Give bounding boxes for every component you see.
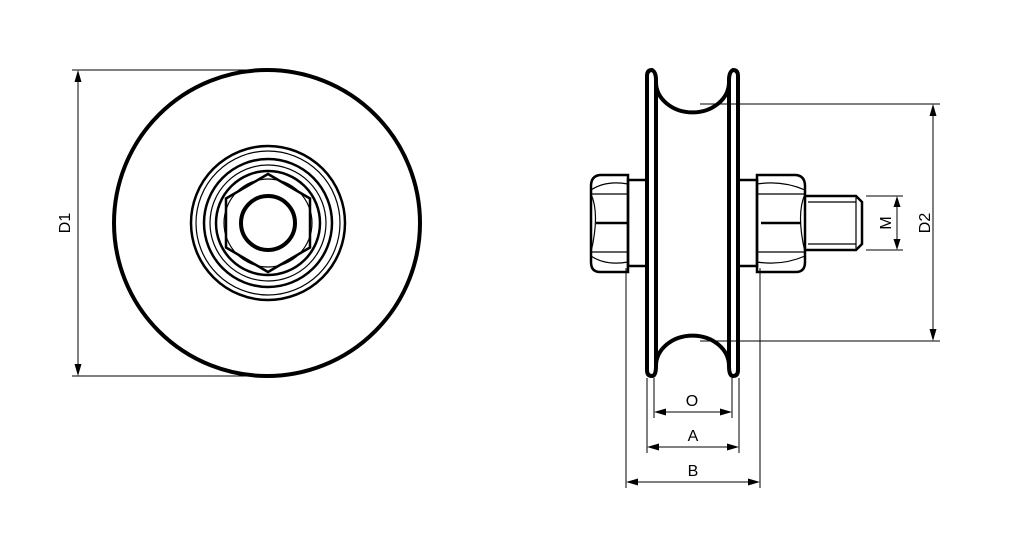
left-hex-nut: [589, 173, 630, 274]
label-m: M: [878, 216, 895, 229]
dimension-m: M: [866, 195, 903, 251]
bearing-inner-ring: [214, 169, 322, 277]
bearing-ring-3: [202, 157, 334, 289]
dimension-a: A: [646, 378, 740, 453]
label-d1: D1: [57, 213, 74, 234]
bearing-ring-4: [209, 164, 327, 282]
wheel-left-flange: [645, 67, 658, 379]
right-hex-nut: [755, 173, 807, 274]
right-washer: [736, 178, 759, 268]
label-a: A: [688, 428, 699, 445]
dimension-d2: D2: [700, 103, 940, 342]
label-d2: D2: [917, 213, 934, 234]
wheel-outer-rim: [112, 68, 422, 378]
threaded-stud: [805, 194, 864, 252]
dimension-o: O: [653, 378, 733, 418]
dimension-b: B: [625, 268, 761, 488]
hex-nut-front: [224, 172, 312, 274]
front-view: [112, 68, 422, 378]
groove-top: [654, 81, 731, 115]
bearing-ring-2: [195, 150, 341, 296]
nut-chamfer-circle: [223, 178, 313, 268]
groove-bottom: [654, 333, 731, 367]
left-washer: [626, 178, 649, 268]
bearing-outer-ring: [189, 144, 347, 302]
side-view: [589, 67, 864, 379]
dimension-d1: D1: [57, 69, 267, 377]
axle-circle: [239, 194, 297, 252]
label-o: O: [686, 393, 698, 410]
wheel-right-flange: [727, 67, 740, 379]
label-b: B: [688, 463, 699, 480]
